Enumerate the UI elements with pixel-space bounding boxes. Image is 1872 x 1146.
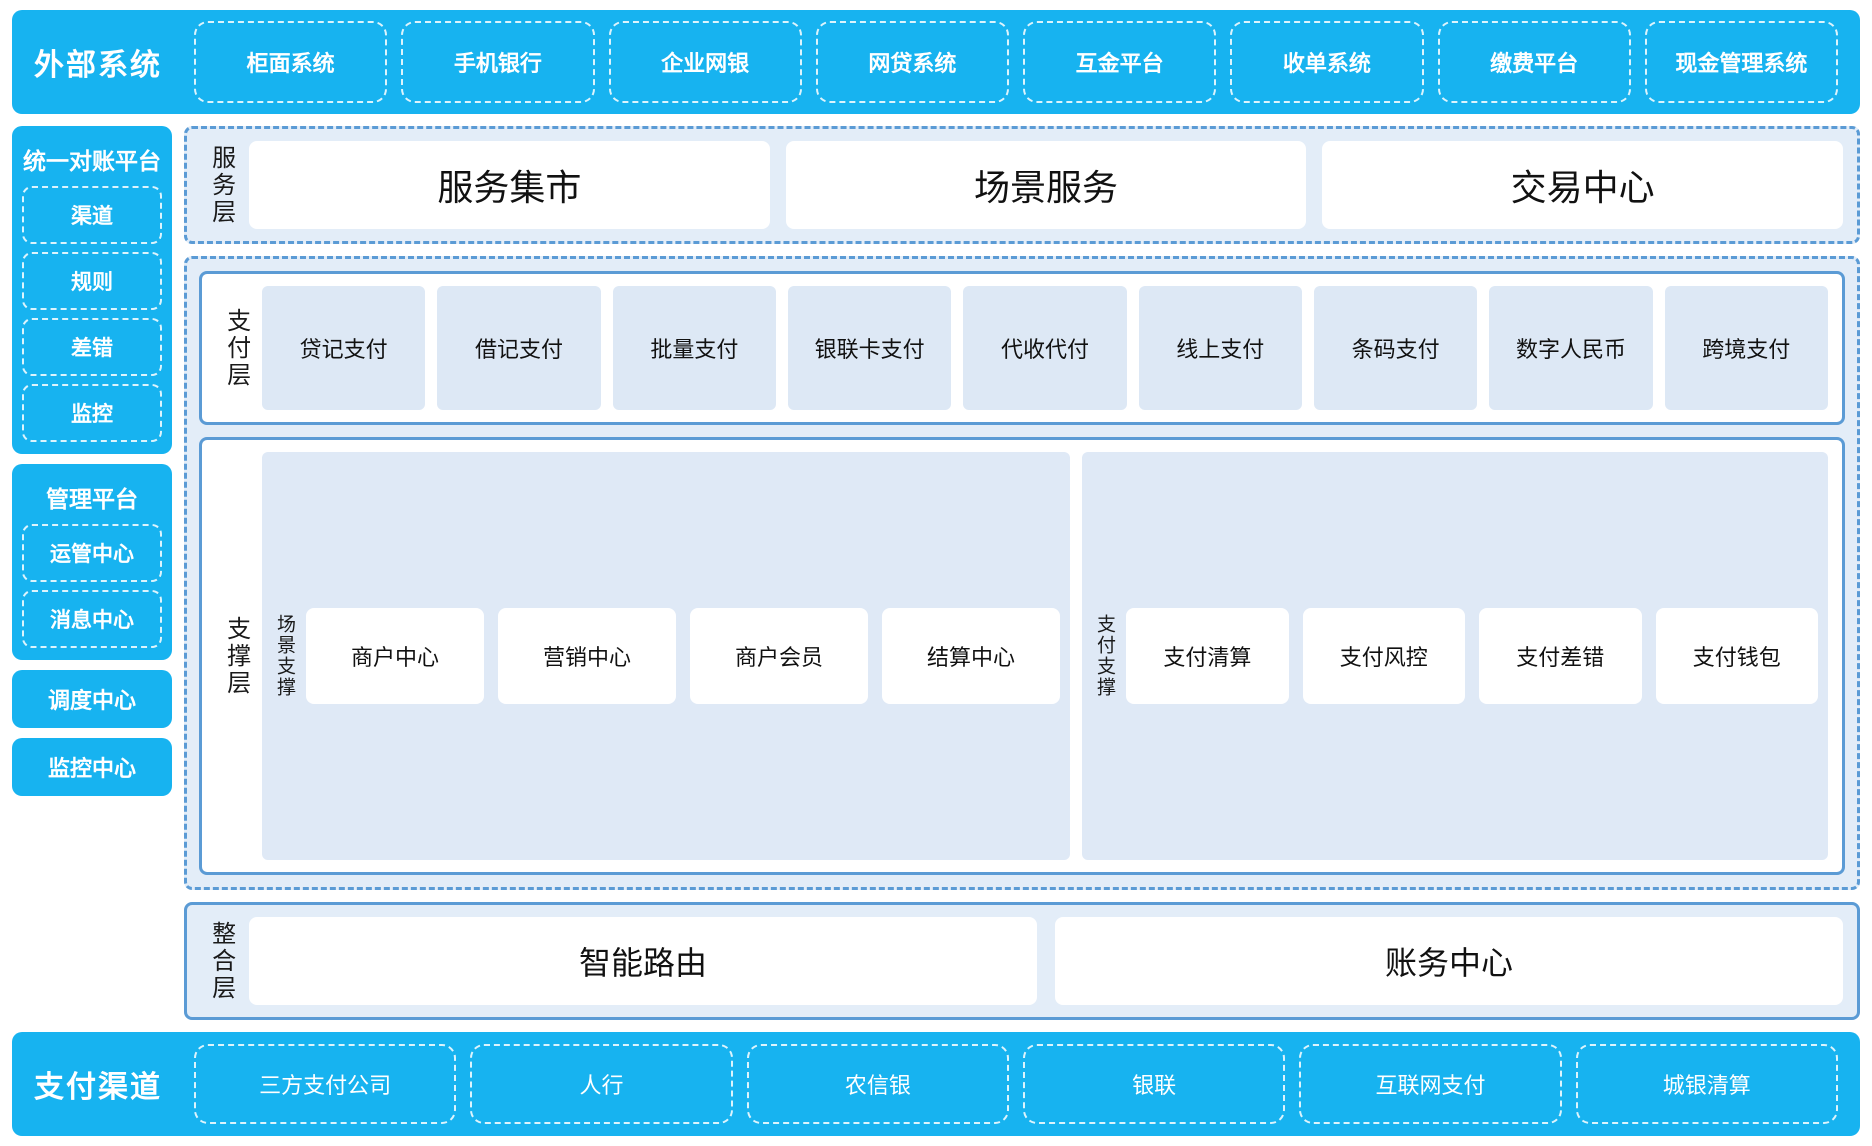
payment-card-cross-border[interactable]: 跨境支付 [1664, 286, 1828, 410]
payment-card-collection[interactable]: 代收代付 [963, 286, 1127, 410]
payment-card-batch[interactable]: 批量支付 [612, 286, 776, 410]
payment-channels-title: 支付渠道 [34, 1071, 162, 1104]
payment-channel-item[interactable]: 城银清算 [1575, 1044, 1838, 1124]
service-card-marketplace[interactable]: 服务集市 [249, 141, 770, 229]
management-platform-title: 管理平台 [46, 486, 138, 512]
service-layer-cards: 服务集市 场景服务 交易中心 [249, 141, 1844, 229]
external-system-item[interactable]: 手机银行 [401, 21, 595, 103]
support-card-payment-risk[interactable]: 支付风控 [1302, 608, 1466, 704]
payment-card-unionpay[interactable]: 银联卡支付 [787, 286, 952, 410]
management-platform-card: 管理平台 运管中心 消息中心 [12, 464, 172, 660]
support-card-payment-clearing[interactable]: 支付清算 [1126, 608, 1289, 704]
reconciliation-platform-title: 统一对账平台 [23, 148, 161, 174]
management-item-operations-center[interactable]: 运管中心 [22, 524, 162, 582]
external-system-item[interactable]: 柜面系统 [194, 21, 388, 103]
service-layer-group: 服务层 服务集市 场景服务 交易中心 [184, 126, 1860, 244]
support-card-payment-error[interactable]: 支付差错 [1479, 608, 1642, 704]
integration-card-accounting-center[interactable]: 账务中心 [1055, 917, 1843, 1005]
support-card-merchant-center[interactable]: 商户中心 [306, 608, 485, 704]
payment-layer-cards: 贷记支付 借记支付 批量支付 银联卡支付 代收代付 线上支付 条码支付 数字人民… [262, 286, 1828, 410]
support-card-merchant-member[interactable]: 商户会员 [690, 608, 869, 704]
external-system-item[interactable]: 企业网银 [608, 21, 802, 103]
payment-card-digital-rmb[interactable]: 数字人民币 [1489, 286, 1653, 410]
service-layer-label: 服务层 [207, 144, 235, 226]
payment-channel-item[interactable]: 互联网支付 [1299, 1044, 1562, 1124]
left-rail: 统一对账平台 渠道 规则 差错 监控 管理平台 运管中心 消息中心 调度中心 监… [12, 126, 172, 1020]
payment-layer-panel: 支付层 贷记支付 借记支付 批量支付 银联卡支付 代收代付 线上支付 条码支付 … [199, 271, 1845, 425]
external-systems-list: 柜面系统 手机银行 企业网银 网贷系统 互金平台 收单系统 缴费平台 现金管理系… [194, 21, 1838, 103]
support-layer-groups: 场景支撑 商户中心 营销中心 商户会员 结算中心 支付支撑 支付清算 [262, 452, 1828, 860]
support-card-settlement-center[interactable]: 结算中心 [882, 608, 1061, 704]
payment-card-barcode[interactable]: 条码支付 [1313, 286, 1478, 410]
payment-card-credit[interactable]: 贷记支付 [262, 286, 426, 410]
core-layers-group: 支付层 贷记支付 借记支付 批量支付 银联卡支付 代收代付 线上支付 条码支付 … [184, 256, 1860, 890]
layers-column: 服务层 服务集市 场景服务 交易中心 支付层 贷记支付 借记支付 批量支付 银联… [184, 126, 1860, 1020]
payment-channel-item[interactable]: 农信银 [746, 1044, 1009, 1124]
integration-layer-panel: 整合层 智能路由 账务中心 [184, 902, 1860, 1020]
support-card-payment-wallet[interactable]: 支付钱包 [1655, 608, 1819, 704]
external-system-item[interactable]: 互金平台 [1023, 21, 1217, 103]
payment-layer-label: 支付层 [222, 307, 250, 389]
payment-channel-item[interactable]: 三方支付公司 [194, 1044, 457, 1124]
reconciliation-platform-card: 统一对账平台 渠道 规则 差错 监控 [12, 126, 172, 454]
external-system-item[interactable]: 现金管理系统 [1644, 21, 1838, 103]
integration-layer-label: 整合层 [207, 920, 235, 1002]
support-group-scenario-label: 场景支撑 [273, 614, 295, 698]
integration-layer-cards: 智能路由 账务中心 [249, 917, 1843, 1005]
support-card-marketing-center[interactable]: 营销中心 [498, 608, 677, 704]
service-card-transaction[interactable]: 交易中心 [1322, 141, 1844, 229]
external-systems-title: 外部系统 [34, 49, 162, 82]
support-group-payment-cards: 支付清算 支付风控 支付差错 支付钱包 [1126, 460, 1819, 852]
support-layer-label: 支撑层 [222, 615, 250, 697]
reconciliation-item-monitor[interactable]: 监控 [22, 384, 162, 442]
external-system-item[interactable]: 收单系统 [1230, 21, 1424, 103]
external-systems-band: 外部系统 柜面系统 手机银行 企业网银 网贷系统 互金平台 收单系统 缴费平台 … [12, 10, 1860, 114]
monitoring-center-box[interactable]: 监控中心 [12, 738, 172, 796]
support-group-payment-label: 支付支撑 [1094, 614, 1116, 698]
payment-channel-item[interactable]: 人行 [470, 1044, 733, 1124]
payment-card-debit[interactable]: 借记支付 [437, 286, 601, 410]
integration-card-smart-routing[interactable]: 智能路由 [249, 917, 1037, 1005]
support-group-payment: 支付支撑 支付清算 支付风控 支付差错 支付钱包 [1082, 452, 1828, 860]
service-card-scenario[interactable]: 场景服务 [785, 141, 1307, 229]
middle-section: 统一对账平台 渠道 规则 差错 监控 管理平台 运管中心 消息中心 调度中心 监… [12, 126, 1860, 1020]
support-group-scenario: 场景支撑 商户中心 营销中心 商户会员 结算中心 [262, 452, 1071, 860]
reconciliation-item-rule[interactable]: 规则 [22, 252, 162, 310]
payment-channel-item[interactable]: 银联 [1022, 1044, 1286, 1124]
external-system-item[interactable]: 缴费平台 [1437, 21, 1631, 103]
scheduling-center-box[interactable]: 调度中心 [12, 670, 172, 728]
payment-channels-band: 支付渠道 三方支付公司 人行 农信银 银联 互联网支付 城银清算 [12, 1032, 1860, 1136]
payment-channels-list: 三方支付公司 人行 农信银 银联 互联网支付 城银清算 [194, 1044, 1838, 1124]
payment-card-online[interactable]: 线上支付 [1138, 286, 1302, 410]
reconciliation-item-channel[interactable]: 渠道 [22, 186, 162, 244]
reconciliation-item-error[interactable]: 差错 [22, 318, 162, 376]
external-system-item[interactable]: 网贷系统 [815, 21, 1009, 103]
support-group-scenario-cards: 商户中心 营销中心 商户会员 结算中心 [306, 460, 1061, 852]
management-item-message-center[interactable]: 消息中心 [22, 590, 162, 648]
support-layer-panel: 支撑层 场景支撑 商户中心 营销中心 商户会员 结算中心 [199, 437, 1845, 875]
